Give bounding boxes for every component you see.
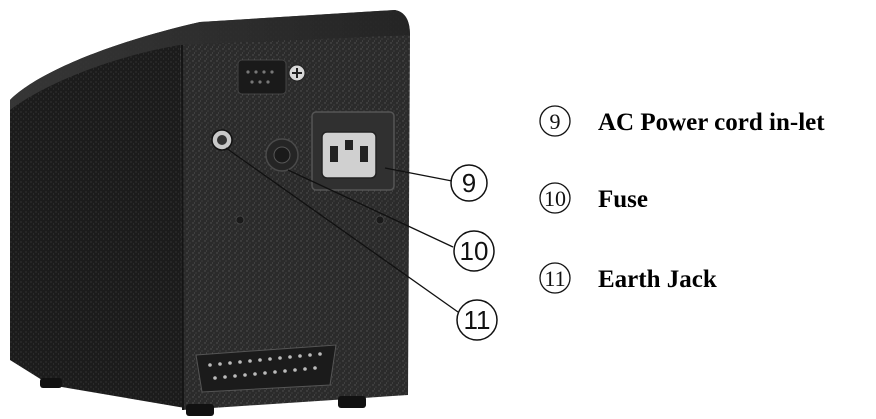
callout-11: 11 <box>456 299 498 341</box>
device-foot-right <box>338 396 366 408</box>
callout-10: 10 <box>453 230 495 272</box>
leader-line-9 <box>384 167 453 182</box>
device-foot-left <box>186 404 214 416</box>
device-top-edge <box>10 10 410 110</box>
rear-panel-components <box>195 59 395 393</box>
screw-icon <box>288 64 306 82</box>
db-connector <box>195 344 337 393</box>
legend-item-9-number: 9 <box>550 109 561 134</box>
callout-10-number: 10 <box>460 236 489 266</box>
earth-jack-component <box>211 129 233 151</box>
callout-9: 9 <box>450 164 488 202</box>
callout-11-number: 11 <box>464 305 491 335</box>
legend-item-11-label: Earth Jack <box>598 266 717 293</box>
legend-item-11-number: 11 <box>544 266 565 291</box>
serial-connector <box>237 59 287 95</box>
legend-item-10-label: Fuse <box>598 186 648 213</box>
callout-9-number: 9 <box>462 168 476 198</box>
device-side-panel <box>10 10 410 408</box>
legend-item-9-label: AC Power cord in-let <box>598 109 825 136</box>
legend-item-10: 10 Fuse <box>539 182 648 214</box>
leader-lines <box>225 147 459 313</box>
legend-item-9: 9 AC Power cord in-let <box>539 105 825 137</box>
ac-inlet-component <box>311 111 395 191</box>
legend-item-11: 11 Earth Jack <box>539 262 717 294</box>
leader-line-11 <box>225 147 459 313</box>
legend-item-10-number: 10 <box>544 186 566 211</box>
leader-line-10 <box>287 169 454 248</box>
device-foot-back <box>40 378 62 388</box>
fuse-component <box>265 138 299 172</box>
legend: 9 AC Power cord in-let 10 Fuse 11 Earth … <box>539 105 825 294</box>
